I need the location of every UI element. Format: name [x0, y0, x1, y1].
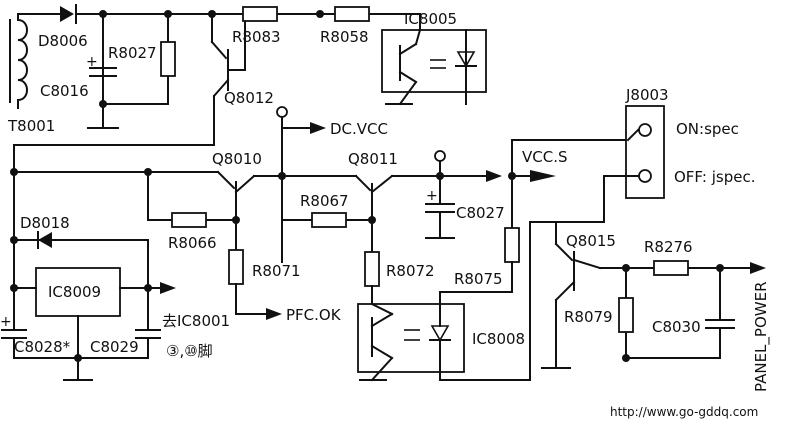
c8028-label: C8028*: [14, 338, 71, 356]
resistor-r8083: [242, 6, 278, 22]
d8018-label: D8018: [20, 214, 70, 232]
resistor-r8072: [364, 251, 380, 287]
t8001-label: T8001: [7, 117, 55, 135]
pins-label: ③,⑩脚: [166, 342, 213, 360]
r8276-label: R8276: [644, 238, 693, 256]
r8071-label: R8071: [252, 262, 301, 280]
ic8005-label: IC8005: [404, 10, 457, 28]
q8011-label: Q8011: [348, 150, 398, 168]
capacitor-c8016: +: [86, 54, 117, 77]
c8030-label: C8030: [652, 318, 701, 336]
resistor-r8067: [311, 212, 347, 228]
c8027-label: C8027: [456, 204, 505, 222]
r8027-label: R8027: [108, 44, 157, 62]
junction-dot: [99, 10, 107, 18]
dc-vcc-terminal: [276, 106, 288, 118]
off-jspec-label: OFF: jspec.: [674, 168, 755, 186]
panel-power-label: PANEL_POWER: [752, 282, 771, 393]
r8072-label: R8072: [386, 262, 435, 280]
transistor-q8011: [281, 174, 467, 253]
j8003-label: J8003: [625, 86, 669, 104]
resistor-r8079: [618, 297, 634, 333]
on-spec-label: ON:spec: [676, 120, 739, 138]
transistor-q8012: [208, 10, 246, 98]
resistor-r8066: [171, 212, 207, 228]
optocoupler-ic8008: [357, 221, 557, 382]
dc-vcc-label: DC.VCC: [330, 120, 388, 138]
transistor-q8015: [541, 221, 602, 369]
q8012-label: Q8012: [224, 89, 274, 107]
to-ic8001-label: 去IC8001: [162, 312, 230, 330]
r8079-label: R8079: [564, 308, 613, 326]
ic8009-label: IC8009: [48, 283, 101, 301]
pfc-ok-label: PFC.OK: [286, 306, 342, 324]
ic-ic8009: [35, 267, 121, 317]
resistor-r8075: [504, 227, 520, 263]
vcc-s-label: VCC.S: [522, 148, 568, 166]
d8006-label: D8006: [38, 32, 88, 50]
r8066-label: R8066: [168, 234, 217, 252]
q8015-label: Q8015: [566, 232, 616, 250]
connector-j8003: [555, 105, 665, 223]
diode-d8018: [38, 232, 52, 248]
svg-text:+: +: [426, 188, 438, 204]
r8083-label: R8083: [232, 28, 281, 46]
q8010-label: Q8010: [212, 150, 262, 168]
svg-text:+: +: [86, 54, 98, 70]
watermark-url: http://www.go-gddq.com: [610, 405, 758, 419]
c8029-label: C8029: [90, 338, 139, 356]
c8016-label: C8016: [40, 82, 89, 100]
r8075-label: R8075: [454, 270, 503, 288]
resistor-r8071: [228, 249, 244, 285]
resistor-r8276: [653, 260, 689, 276]
optocoupler-ic8005: [381, 13, 487, 106]
ic8008-label: IC8008: [472, 330, 525, 348]
r8067-label: R8067: [300, 192, 349, 210]
resistor-r8058: [334, 6, 370, 22]
transformer-t8001: [9, 13, 61, 109]
resistor-r8027: [160, 41, 176, 77]
r8058-label: R8058: [320, 28, 369, 46]
svg-text:+: +: [0, 314, 12, 330]
